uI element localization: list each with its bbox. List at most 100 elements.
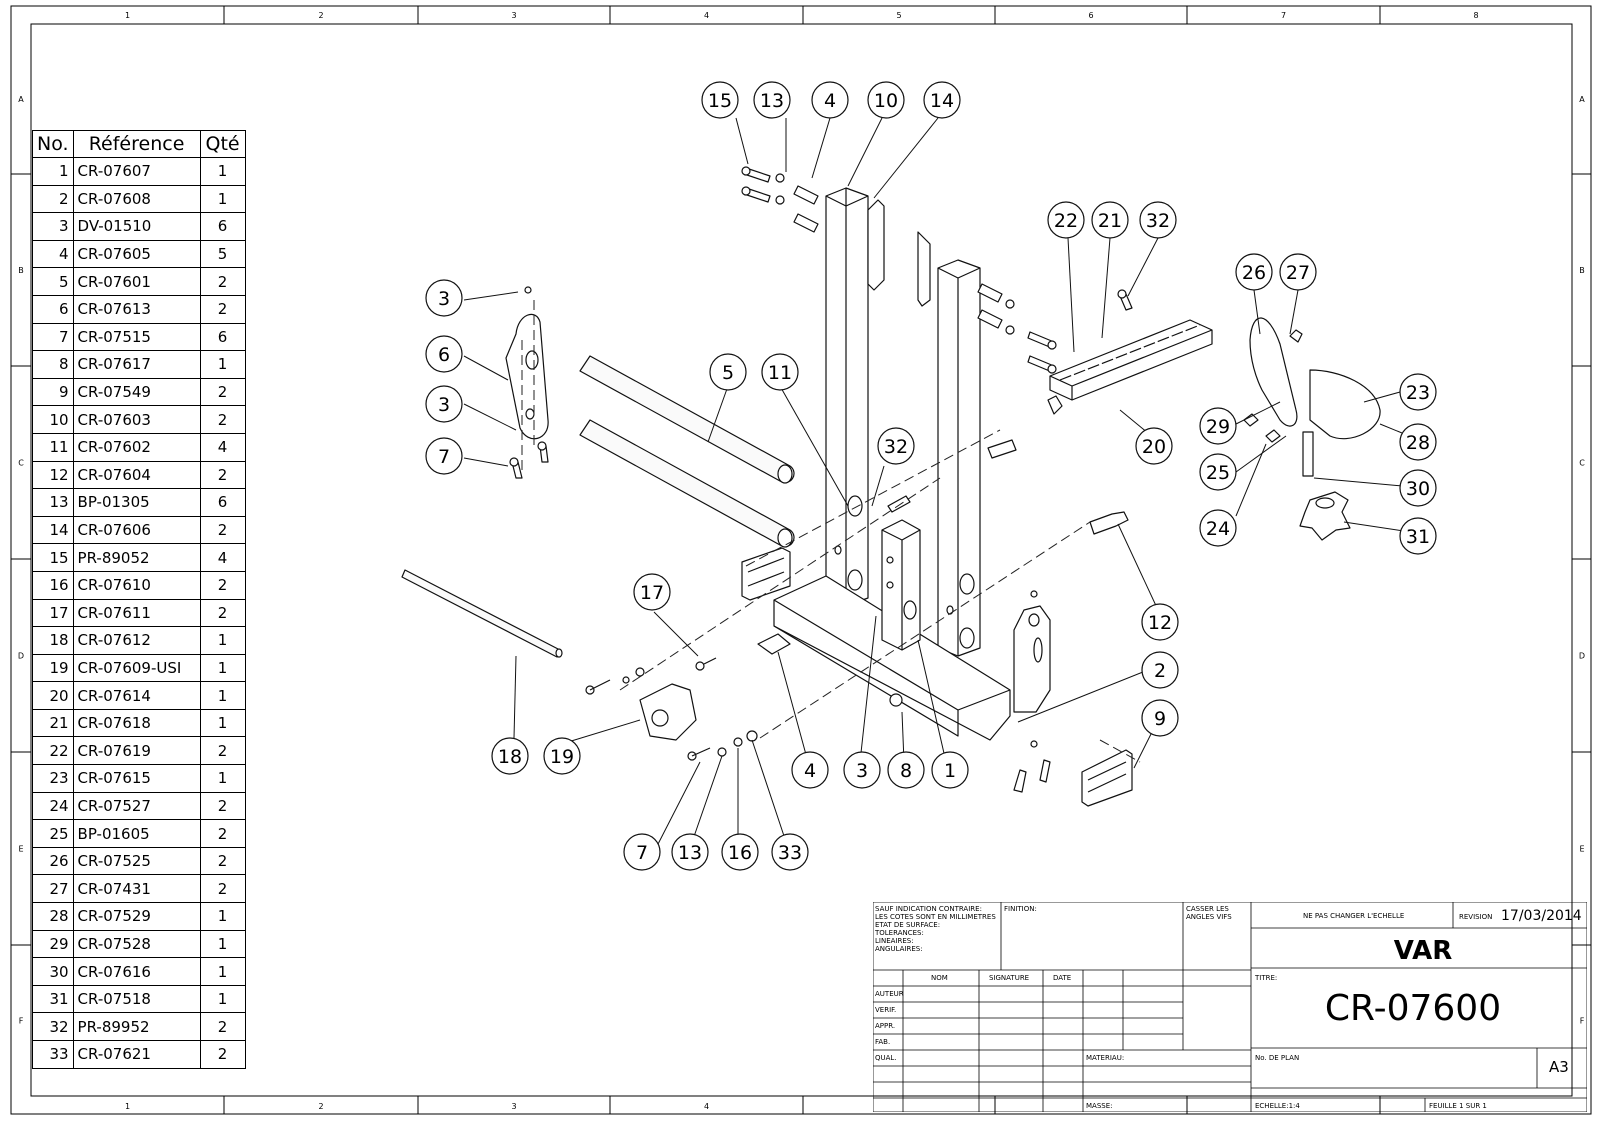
bom-cell-reference: CR-07615 (72, 764, 201, 793)
balloon-circle (1135, 427, 1173, 465)
bom-cell-qty: 6 (199, 212, 246, 241)
balloon-circle (1199, 407, 1237, 445)
revision-date: 17/03/2014 (1501, 908, 1582, 924)
bom-cell-no: 10 (32, 405, 74, 434)
bom-cell-reference: CR-07606 (72, 515, 201, 545)
balloon-number: 13 (678, 842, 702, 864)
item-balloon: 12 (1141, 603, 1179, 641)
no-scale-note: NE PAS CHANGER L'ECHELLE (1303, 912, 1405, 920)
balloon-number: 15 (708, 90, 732, 112)
bom-cell-reference: CR-07528 (72, 929, 201, 959)
bom-cell-no: 27 (32, 874, 74, 904)
item-balloon: 27 (1279, 253, 1317, 291)
zone-column-label: 8 (1473, 11, 1478, 20)
balloon-circle (425, 279, 463, 317)
col-nom: NOM (931, 974, 948, 982)
bom-cell-no: 24 (32, 791, 74, 821)
bom-cell-qty: 2 (199, 819, 246, 848)
balloon-number: 19 (550, 746, 574, 768)
bom-cell-reference: CR-07619 (72, 736, 201, 766)
zone-row-label: C (18, 459, 24, 468)
bom-cell-no: 18 (32, 626, 74, 655)
zone-column-label: 3 (511, 11, 516, 20)
balloon-circle (877, 427, 915, 465)
washers (622, 173, 1038, 757)
col-signature: SIGNATURE (989, 974, 1030, 982)
bom-cell-qty: 2 (199, 405, 246, 434)
bom-cell-no: 11 (32, 432, 74, 462)
balloon-number: 16 (728, 842, 752, 864)
bom-cell-no: 25 (32, 819, 74, 848)
bom-cell-reference: CR-07605 (72, 239, 201, 269)
bom-cell-reference: CR-07616 (72, 957, 201, 986)
item-balloon: 13 (671, 833, 709, 871)
bom-cell-reference: CR-07610 (72, 570, 201, 600)
balloon-circle (623, 833, 661, 871)
item-balloon: 8 (887, 751, 925, 789)
item-balloon: 21 (1091, 201, 1129, 239)
item-balloon: 24 (1199, 509, 1237, 547)
balloon-circle (1141, 603, 1179, 641)
balloon-circle (867, 81, 905, 119)
balloon-circle (811, 81, 849, 119)
balloon-circle (761, 353, 799, 391)
bom-cell-reference: CR-07614 (72, 681, 201, 710)
rod-part-18 (401, 569, 563, 658)
balloon-circle (491, 737, 529, 775)
item-balloon: 4 (811, 81, 849, 119)
bom-cell-no: 6 (32, 294, 74, 324)
balloon-number: 24 (1206, 518, 1230, 540)
bracket-part-14 (867, 199, 931, 307)
bom-cell-qty: 6 (199, 322, 246, 352)
balloon-number: 7 (636, 842, 648, 864)
bom-cell-qty: 1 (199, 653, 246, 683)
bom-cell-qty: 2 (199, 570, 246, 600)
base-part-2 (773, 575, 1051, 741)
balloon-circle (1047, 201, 1085, 239)
item-balloon: 5 (709, 353, 747, 391)
bom-cell-qty: 1 (199, 957, 246, 986)
bom-header-no: No. (32, 130, 74, 158)
item-balloon: 15 (701, 81, 739, 119)
bom-cell-no: 2 (32, 184, 74, 214)
bom-cell-qty: 2 (199, 736, 246, 766)
balloon-circle (771, 833, 809, 871)
bom-cell-qty: 5 (199, 239, 246, 269)
bom-header-reference: Référence (72, 130, 201, 158)
zone-column-label: 4 (704, 1102, 709, 1111)
end-cap-part-9 (741, 547, 1133, 807)
bom-cell-no: 1 (32, 157, 74, 186)
bom-cell-no: 23 (32, 764, 74, 793)
item-balloon: 26 (1235, 253, 1273, 291)
tolerances-note: SAUF INDICATION CONTRAIRE: LES COTES SON… (875, 905, 996, 953)
balloon-circle (425, 335, 463, 373)
bom-cell-reference: CR-07518 (72, 984, 201, 1014)
bom-cell-reference: CR-07609-USI (72, 653, 201, 683)
balloon-circle (543, 737, 581, 775)
plan-number-label: No. DE PLAN (1255, 1054, 1300, 1062)
bom-cell-qty: 2 (199, 377, 246, 407)
balloon-circle (1279, 253, 1317, 291)
balloon-number: 3 (438, 288, 450, 310)
bom-cell-reference: PR-89052 (72, 543, 201, 572)
bom-cell-reference: CR-07613 (72, 294, 201, 324)
bom-cell-qty: 1 (199, 626, 246, 655)
bom-cell-no: 3 (32, 212, 74, 241)
zone-column-label: 1 (125, 11, 130, 20)
balloon-number: 3 (856, 760, 868, 782)
balloon-circle (425, 437, 463, 475)
item-balloon: 1 (931, 751, 969, 789)
